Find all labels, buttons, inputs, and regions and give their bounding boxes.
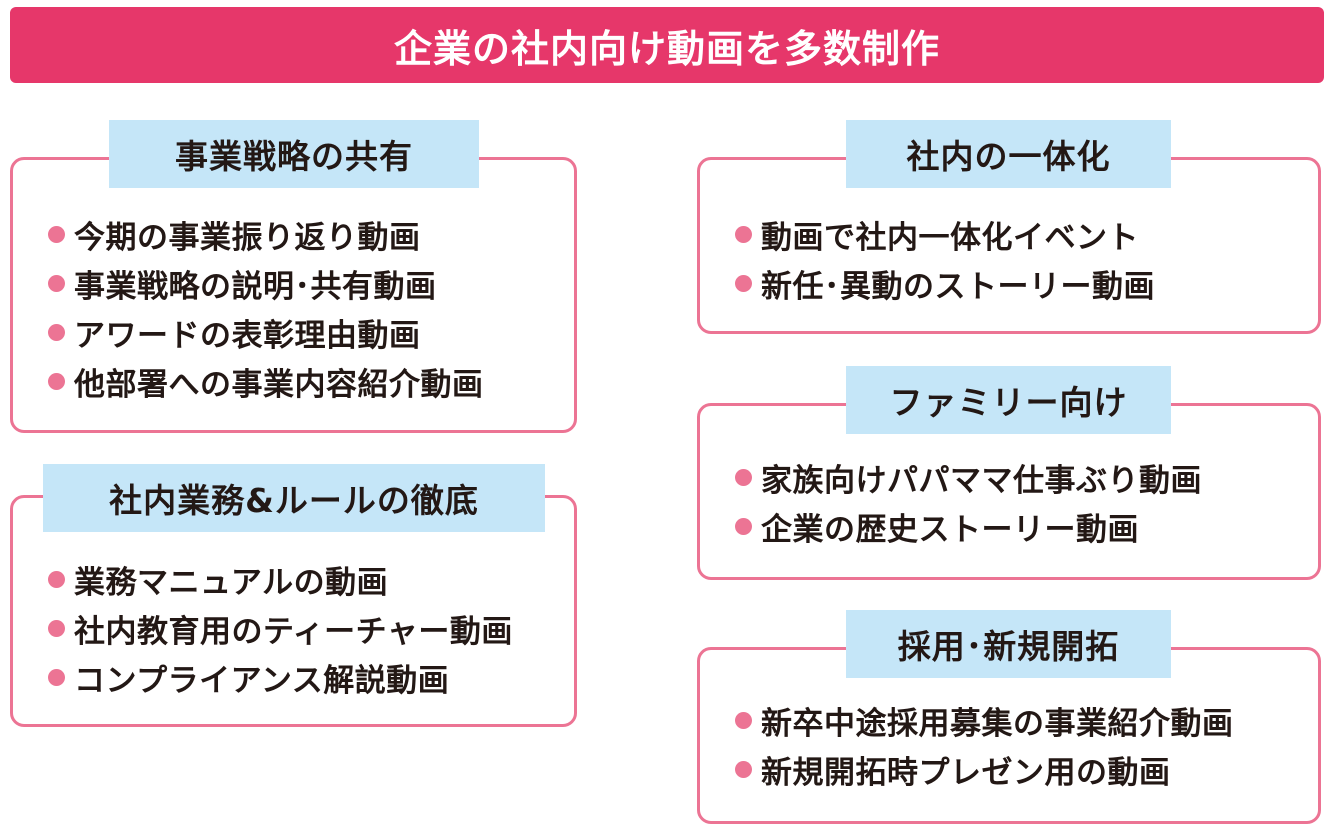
card-title-recruit: 採用･新規開拓 bbox=[846, 610, 1171, 678]
list-item: 新規開拓時プレゼン用の動画 bbox=[735, 745, 1234, 794]
list-item: 事業戦略の説明･共有動画 bbox=[48, 259, 484, 308]
item-label: 今期の事業振り返り動画 bbox=[74, 220, 421, 256]
bullet-icon bbox=[735, 761, 752, 778]
item-label: アワードの表彰理由動画 bbox=[74, 318, 421, 354]
bullet-icon bbox=[48, 324, 65, 341]
bullet-icon bbox=[48, 226, 65, 243]
bullet-icon bbox=[735, 469, 752, 486]
list-item: コンプライアンス解説動画 bbox=[48, 653, 513, 702]
list-item: 新任･異動のストーリー動画 bbox=[735, 259, 1155, 308]
list-family: 家族向けパパママ仕事ぶり動画 企業の歴史ストーリー動画 bbox=[735, 453, 1202, 551]
bullet-icon bbox=[735, 226, 752, 243]
list-recruit: 新卒中途採用募集の事業紹介動画 新規開拓時プレゼン用の動画 bbox=[735, 696, 1234, 794]
list-item: 今期の事業振り返り動画 bbox=[48, 210, 484, 259]
card-title-rules: 社内業務&ルールの徹底 bbox=[43, 464, 545, 532]
item-label: 事業戦略の説明･共有動画 bbox=[74, 269, 437, 305]
list-rules: 業務マニュアルの動画 社内教育用のティーチャー動画 コンプライアンス解説動画 bbox=[48, 555, 513, 702]
list-item: 企業の歴史ストーリー動画 bbox=[735, 502, 1202, 551]
card-title-strategy: 事業戦略の共有 bbox=[109, 120, 479, 188]
card-strategy bbox=[10, 157, 577, 433]
bullet-icon bbox=[735, 275, 752, 292]
item-label: コンプライアンス解説動画 bbox=[74, 663, 450, 699]
list-item: 動画で社内一体化イベント bbox=[735, 210, 1155, 259]
item-label: 家族向けパパママ仕事ぶり動画 bbox=[761, 463, 1202, 499]
banner-title: 企業の社内向け動画を多数制作 bbox=[393, 26, 940, 71]
list-item: 新卒中途採用募集の事業紹介動画 bbox=[735, 696, 1234, 745]
card-rules bbox=[10, 495, 577, 727]
item-label: 他部署への事業内容紹介動画 bbox=[74, 367, 484, 403]
item-label: 新規開拓時プレゼン用の動画 bbox=[761, 755, 1171, 791]
list-unity: 動画で社内一体化イベント 新任･異動のストーリー動画 bbox=[735, 210, 1155, 308]
bullet-icon bbox=[48, 571, 65, 588]
list-item: 社内教育用のティーチャー動画 bbox=[48, 604, 513, 653]
item-label: 動画で社内一体化イベント bbox=[761, 220, 1139, 256]
bullet-icon bbox=[48, 275, 65, 292]
card-title-unity: 社内の一体化 bbox=[846, 120, 1171, 188]
header-banner: 企業の社内向け動画を多数制作 bbox=[10, 7, 1324, 83]
item-label: 企業の歴史ストーリー動画 bbox=[761, 512, 1139, 548]
item-label: 新卒中途採用募集の事業紹介動画 bbox=[761, 706, 1234, 742]
item-label: 業務マニュアルの動画 bbox=[74, 565, 389, 601]
list-item: 他部署への事業内容紹介動画 bbox=[48, 357, 484, 406]
list-strategy: 今期の事業振り返り動画 事業戦略の説明･共有動画 アワードの表彰理由動画 他部署… bbox=[48, 210, 484, 406]
bullet-icon bbox=[48, 669, 65, 686]
bullet-icon bbox=[48, 620, 65, 637]
bullet-icon bbox=[735, 518, 752, 535]
card-recruit bbox=[697, 647, 1321, 824]
card-title-family: ファミリー向け bbox=[846, 366, 1171, 434]
list-item: 業務マニュアルの動画 bbox=[48, 555, 513, 604]
list-item: アワードの表彰理由動画 bbox=[48, 308, 484, 357]
item-label: 社内教育用のティーチャー動画 bbox=[74, 614, 513, 650]
item-label: 新任･異動のストーリー動画 bbox=[761, 269, 1155, 305]
list-item: 家族向けパパママ仕事ぶり動画 bbox=[735, 453, 1202, 502]
bullet-icon bbox=[48, 373, 65, 390]
bullet-icon bbox=[735, 712, 752, 729]
